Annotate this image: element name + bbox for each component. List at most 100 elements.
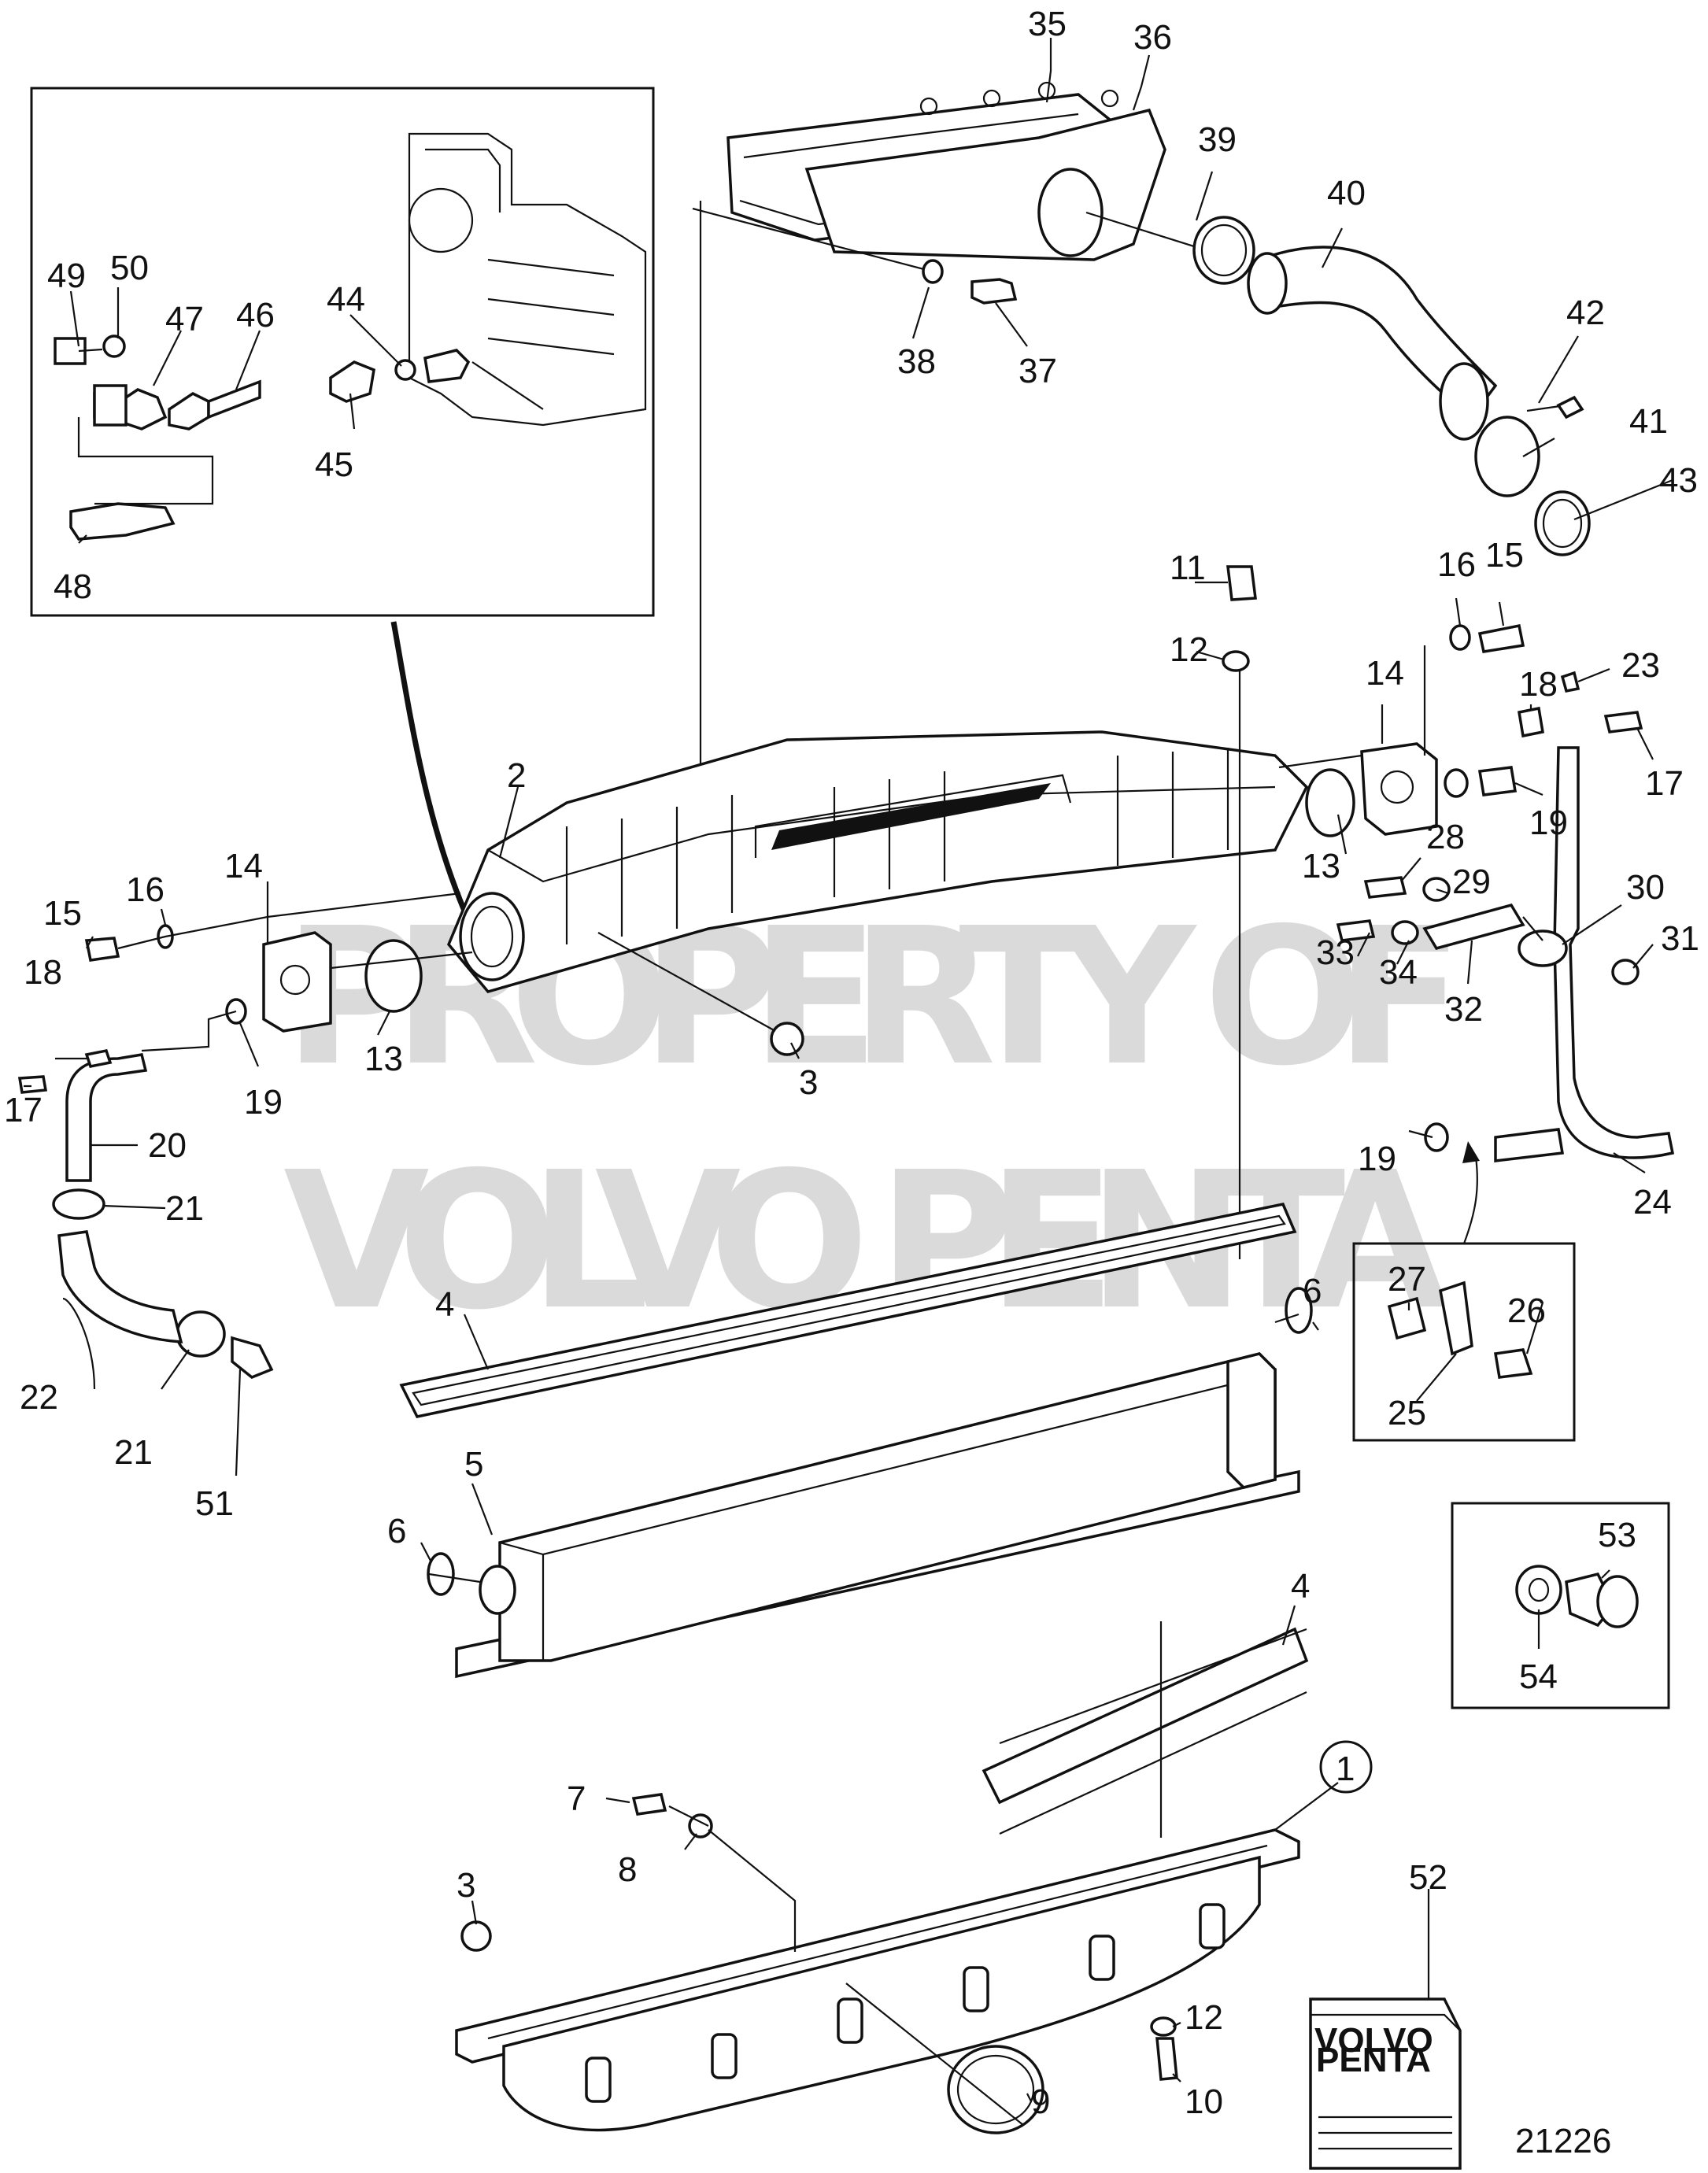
label-41: 41 [1629, 402, 1668, 441]
part-11-bolt [1226, 565, 1257, 601]
inset-part-46-nut [168, 391, 210, 431]
label-37: 37 [1019, 352, 1057, 390]
label-21-lower: 21 [114, 1433, 153, 1472]
label-53: 53 [1598, 1516, 1636, 1554]
label-25: 25 [1388, 1394, 1426, 1432]
part-13-seal-right [1305, 768, 1355, 837]
part-12-washer-bottom [1150, 2016, 1177, 2037]
part-12-washer-top [1222, 650, 1250, 672]
part-15-bolt-right [1477, 623, 1525, 653]
label-40: 40 [1327, 174, 1366, 212]
part-21-clamp-lower [176, 1310, 226, 1358]
label-29: 29 [1452, 863, 1491, 901]
label-28: 28 [1426, 818, 1465, 856]
inset-housing [408, 132, 647, 427]
label-19-lower: 19 [1358, 1140, 1396, 1178]
label-32: 32 [1444, 990, 1483, 1029]
label-4-upper: 4 [435, 1285, 454, 1324]
label-leaders [24, 38, 1673, 2102]
manifold-body [446, 730, 1309, 993]
kit-box-text-2: PENTA [1316, 2041, 1431, 2079]
part-18-clip-left [84, 1048, 113, 1069]
part-number-labels: 35 36 39 40 42 41 43 38 37 11 12 14 16 1… [4, 5, 1699, 2160]
label-12-bottom: 12 [1185, 1998, 1223, 2037]
inset-part-50 [102, 334, 126, 358]
label-14-right: 14 [1366, 654, 1404, 693]
inset-part-46-rod [207, 379, 261, 419]
elbow-housing [726, 81, 1166, 261]
part-19-washer-lower [1424, 1122, 1449, 1152]
part-51-sensor [231, 1336, 274, 1380]
label-18-left: 18 [24, 953, 62, 992]
label-47: 47 [165, 300, 204, 338]
part-41-clamp [1474, 416, 1540, 497]
label-drawing-number: 21226 [1515, 2122, 1611, 2160]
part-6-oring-right [1285, 1287, 1313, 1334]
part-37-bolt [970, 278, 1018, 305]
part-10-bolt [1155, 2037, 1178, 2081]
label-6-left: 6 [387, 1512, 406, 1550]
inset-detail-sensor [30, 87, 655, 617]
label-17-left: 17 [4, 1091, 43, 1129]
inset-connector-lines [77, 417, 214, 505]
part-25 [1438, 1281, 1473, 1356]
label-34: 34 [1379, 953, 1418, 992]
label-16-right: 16 [1437, 545, 1476, 584]
label-30: 30 [1626, 868, 1665, 907]
part-30-clamp [1518, 929, 1568, 967]
part-3-plug-top [770, 1022, 804, 1056]
inset-part-47 [93, 384, 128, 427]
part-19-washer-right [1444, 768, 1469, 798]
part-31-nut [1611, 959, 1640, 985]
label-19-left: 19 [244, 1083, 283, 1122]
label-43: 43 [1659, 461, 1698, 500]
label-35: 35 [1028, 5, 1067, 43]
label-9: 9 [1031, 2082, 1050, 2121]
part-32-bracket [1422, 903, 1525, 951]
label-38: 38 [897, 342, 936, 381]
label-42: 42 [1566, 294, 1605, 332]
part-23-nipple [1560, 671, 1580, 693]
label-14-left: 14 [224, 847, 263, 885]
label-51: 51 [195, 1484, 234, 1523]
label-39: 39 [1198, 120, 1237, 159]
elbow-outlet [1037, 168, 1104, 257]
part-54-washer [1515, 1565, 1562, 1615]
part-22-hose [57, 1230, 183, 1343]
label-16-left: 16 [126, 870, 165, 909]
inset-part-45 [329, 360, 375, 403]
inset-frame [30, 87, 655, 617]
label-44: 44 [327, 280, 365, 319]
inset-bracket-frame [1352, 1242, 1576, 1442]
arrow-to-pipe [1462, 1156, 1478, 1244]
pan-body [502, 1855, 1261, 2132]
part-2-manifold [446, 730, 1309, 993]
inset-plug-frame [1451, 1502, 1670, 1709]
label-7: 7 [567, 1779, 586, 1818]
label-12-top: 12 [1170, 630, 1208, 669]
inset-pointer-line [390, 621, 475, 930]
part-19-fitting-right [1477, 766, 1518, 796]
part-16-washer-right [1449, 624, 1471, 651]
label-19-right: 19 [1529, 804, 1568, 842]
label-45: 45 [315, 445, 353, 484]
label-13-left: 13 [364, 1040, 403, 1078]
part-15-bolt-left [84, 937, 120, 962]
label-6-right: 6 [1303, 1272, 1322, 1310]
part-26 [1493, 1348, 1533, 1379]
part-14-flange-left [262, 931, 332, 1033]
part-7-bolt [631, 1793, 667, 1816]
inset-port [423, 349, 471, 383]
label-8: 8 [618, 1850, 637, 1889]
part-1-callout-circle [1319, 1740, 1373, 1794]
leader-38 [692, 207, 933, 273]
part-33-bolt [1336, 919, 1376, 942]
label-33: 33 [1316, 933, 1355, 972]
part-42-bolt [1556, 395, 1584, 419]
label-26: 26 [1507, 1292, 1546, 1330]
part-21-clamp-upper [52, 1188, 105, 1220]
part-4-gasket-lower [982, 1627, 1309, 1805]
inset-detail-bracket [1352, 1242, 1576, 1442]
part-8-washer [688, 1813, 713, 1839]
